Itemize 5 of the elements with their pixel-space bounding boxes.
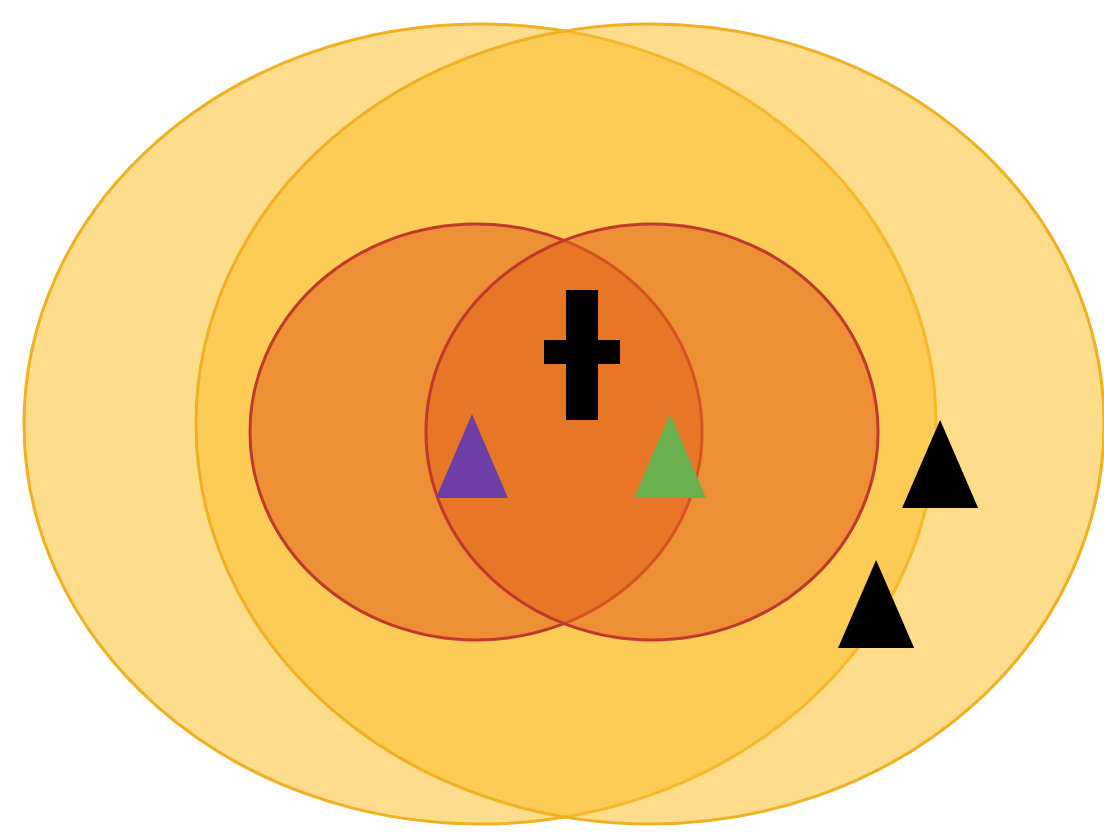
triangle-marker	[902, 420, 979, 508]
triangle-marker	[634, 414, 706, 498]
triangle-marker	[436, 414, 508, 498]
triangle-marker	[838, 560, 915, 648]
cross-icon	[544, 290, 620, 420]
